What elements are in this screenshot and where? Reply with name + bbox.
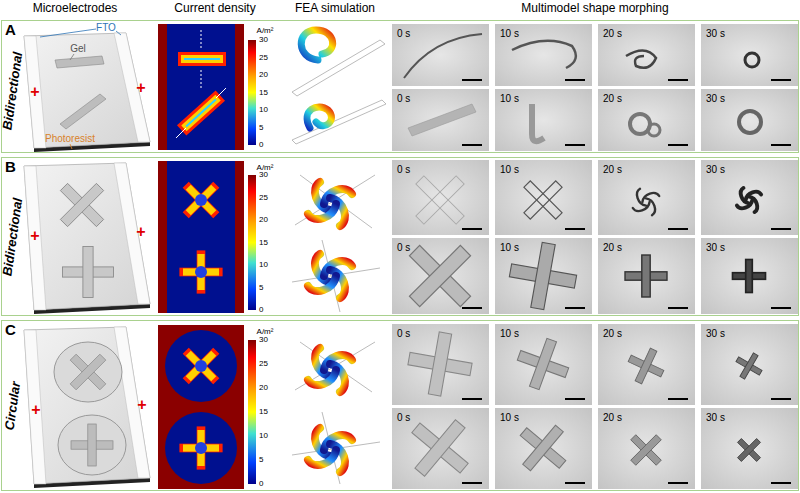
polarity-sign: + [31,401,40,419]
time-stamp: 0 s [397,28,410,39]
row-panel: B Bidirectional [1,157,799,316]
time-stamp: 0 s [397,412,410,423]
time-stamp: 10 s [500,412,519,423]
colorbar-tick: 10 [259,261,268,270]
current-density-map-a [158,24,256,150]
colorbar-tick: 25 [259,193,268,202]
time-stamp: 10 s [500,28,519,39]
colorbar-tick: 30 [259,171,268,180]
row-label: Bidirectional [0,197,25,277]
gel-samples-a [404,34,761,141]
electrode-plate-a [24,29,150,152]
colorbar-tick: 10 [259,106,268,115]
time-stamp: 20 s [603,28,622,39]
time-stamp: 30 s [706,164,725,175]
colorbar-tick: 0 [259,480,263,489]
colorbar-tick: 15 [259,408,268,417]
colorbar-tick: 20 [259,216,268,225]
colorbar-tick: 10 [259,432,268,441]
row-panel: A Bidirectional [1,20,799,153]
part-label: Gel [70,43,86,54]
colorbar-tick: 25 [259,53,268,62]
colorbar-tick: 5 [259,123,263,132]
colorbar-unit: A/m² [257,27,274,36]
column-header: Current density [174,2,255,15]
time-stamp: 30 s [706,242,725,253]
gel-samples-c [396,328,768,493]
row-label: Bidirectional [0,51,25,131]
fea-model-a [292,30,386,144]
column-header: Microelectrodes [33,2,118,15]
time-stamp: 30 s [706,412,725,423]
colorbar-tick: 5 [259,283,263,292]
polarity-sign: + [30,83,39,101]
time-stamp: 30 s [706,93,725,104]
time-stamp: 20 s [603,164,622,175]
time-stamp: 10 s [500,242,519,253]
polarity-sign: + [136,223,145,241]
column-header: FEA simulation [295,2,375,15]
colorbar-tick: 20 [259,384,268,393]
time-stamp: 0 s [397,328,410,339]
time-stamp: 20 s [603,93,622,104]
polarity-sign: + [30,227,39,245]
colorbar-tick: 5 [259,456,263,465]
panel-letter: B [5,159,16,176]
row-label: Circular [3,381,24,432]
colorbar-tick: 0 [259,306,263,315]
time-stamp: 20 s [603,412,622,423]
part-label: Photoresist [45,133,95,144]
electrode-plate-c [24,327,150,488]
colorbar-tick: 15 [259,238,268,247]
time-stamp: 10 s [500,164,519,175]
time-stamp: 0 s [397,164,410,175]
panel-letter: C [5,322,16,339]
colorbar-tick: 30 [259,36,268,45]
column-header: Multimodel shape morphing [521,2,668,15]
time-stamp: 10 s [500,328,519,339]
electrode-plate-b [24,163,150,314]
part-label: FTO [96,22,116,33]
time-stamp: 0 s [397,93,410,104]
scale-bars [462,80,791,483]
fea-model-b [292,175,380,312]
polarity-sign: + [137,396,146,414]
colorbar-tick: 30 [259,336,268,345]
time-stamp: 20 s [603,242,622,253]
colorbar-tick: 0 [259,141,263,150]
time-stamp: 0 s [397,242,410,253]
time-stamp: 30 s [706,328,725,339]
current-density-map-b [158,161,256,313]
row-panel: C Circular [1,320,799,491]
colorbar-tick: 15 [259,88,268,97]
panel-letter: A [5,22,16,39]
polarity-sign: + [136,79,145,97]
colorbar-tick: 25 [259,360,268,369]
gel-samples-b [389,160,765,327]
current-density-map-c [158,325,256,489]
colorbar-tick: 20 [259,71,268,80]
time-stamp: 20 s [603,328,622,339]
time-stamp: 10 s [500,93,519,104]
fea-model-c [292,342,380,484]
time-stamp: 30 s [706,28,725,39]
